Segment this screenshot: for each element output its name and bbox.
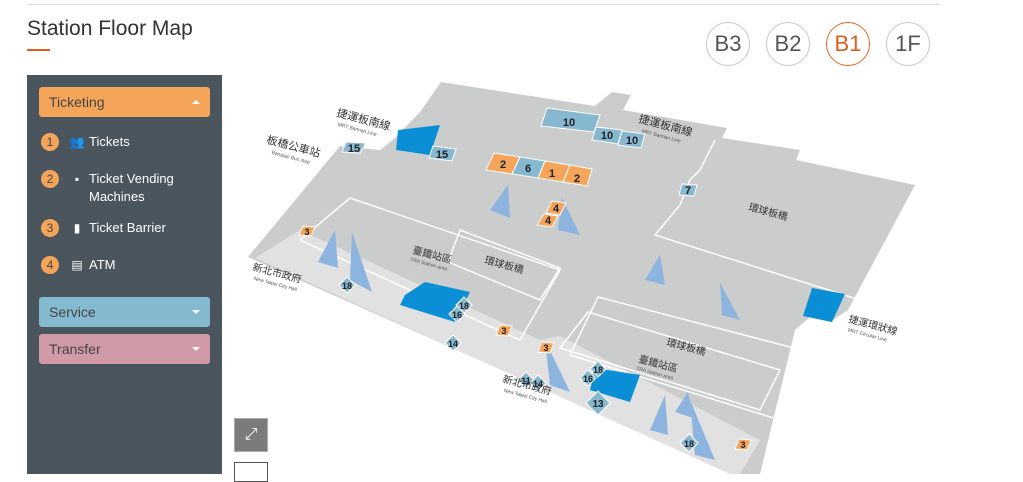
transfer-label: Transfer [49,341,101,357]
map-control-button[interactable] [234,462,268,482]
svg-text:6: 6 [525,163,531,175]
svg-text:3: 3 [304,227,309,237]
title-underline [27,49,50,51]
map-marker[interactable]: 18 [338,276,356,294]
floor-area [248,82,915,474]
caret-down-icon [192,310,200,314]
ticket-counter-icon: 👥 [69,135,85,149]
vending-machine-icon: ▪ [74,172,80,186]
legend-item-atm[interactable]: 4 ▤ ATM [41,256,115,274]
platform-outlines [298,139,861,421]
legend-item-vending[interactable]: 2 ▪ Ticket Vending Machines [41,170,181,206]
map-marker[interactable]: 4 [536,213,559,228]
map-marker[interactable]: 11 [517,371,535,389]
page-title: Station Floor Map [27,17,193,40]
map-marker[interactable]: 7 [678,183,698,197]
svg-text:10: 10 [563,117,575,129]
ticketing-label: Ticketing [49,94,105,110]
map-marker[interactable]: 16 [448,305,466,323]
restroom-block[interactable] [803,288,845,322]
svg-text:3: 3 [740,440,745,450]
transfer-accordion[interactable]: Transfer [39,334,210,364]
legend-item-barrier[interactable]: 3 ▮ Ticket Barrier [41,219,166,237]
number-badge: 4 [41,256,59,274]
map-marker[interactable]: 10 [617,130,646,149]
map-marker[interactable]: 3 [734,438,752,451]
number-badge: 1 [41,133,59,151]
map-marker[interactable]: 10 [591,126,623,145]
svg-text:13: 13 [592,399,604,410]
svg-text:15: 15 [348,143,360,155]
top-divider [27,4,940,5]
map-marker[interactable]: 2 [562,164,593,187]
legend-sidebar: Ticketing 1 👥 Tickets 2 ▪ Ticket Vending… [27,75,222,474]
map-marker[interactable]: 14 [529,374,547,392]
map-marker[interactable]: 15 [341,141,367,155]
legend-item-tickets[interactable]: 1 👥 Tickets [41,133,130,151]
ticketing-accordion[interactable]: Ticketing [39,87,210,117]
floor-button-b1[interactable]: B1 [826,22,870,66]
map-marker[interactable]: 13 [585,390,611,416]
svg-text:18: 18 [593,365,603,375]
svg-text:4: 4 [545,215,552,227]
svg-text:3: 3 [543,343,548,353]
svg-text:1: 1 [549,168,555,180]
fullscreen-button[interactable]: ⤢ [234,418,268,452]
map-marker[interactable]: 16 [579,369,597,387]
svg-text:11: 11 [521,376,531,386]
map-marker[interactable]: 3 [298,225,316,237]
floor-selector: B3 B2 B1 1F [706,22,930,66]
svg-text:15: 15 [436,149,448,161]
svg-text:16: 16 [452,310,462,320]
map-marker[interactable]: 3 [537,341,555,354]
legend-item-label: ATM [89,257,116,272]
svg-text:10: 10 [601,130,613,142]
map-marker[interactable]: 4 [545,200,567,216]
floor-button-b2[interactable]: B2 [766,22,810,66]
svg-text:14: 14 [448,339,458,349]
legend-item-label: Ticket Vending Machines [89,171,174,204]
svg-text:14: 14 [533,379,543,389]
svg-text:3: 3 [501,326,506,336]
restroom-block[interactable] [396,125,440,155]
svg-text:16: 16 [583,374,593,384]
ticket-barrier-icon: ▮ [73,221,81,235]
number-badge: 3 [41,219,59,237]
floor-button-1f[interactable]: 1F [886,22,930,66]
map-marker[interactable]: 15 [428,145,457,162]
service-label: Service [49,304,96,320]
service-accordion[interactable]: Service [39,297,210,327]
svg-text:4: 4 [553,203,560,215]
svg-text:10: 10 [626,135,638,147]
svg-text:2: 2 [500,159,506,171]
map-marker[interactable]: 18 [589,360,607,378]
legend-item-label: Ticket Barrier [89,220,166,235]
map-marker[interactable]: 18 [679,433,699,453]
map-marker[interactable]: 3 [495,324,513,337]
svg-text:18: 18 [342,281,352,291]
caret-up-icon [192,100,200,104]
restroom-block[interactable] [590,368,640,402]
legend-item-label: Tickets [89,134,130,149]
svg-text:2: 2 [574,173,580,185]
expand-icon: ⤢ [244,426,258,443]
svg-text:18: 18 [684,439,694,449]
caret-down-icon [192,347,200,351]
floor-button-b3[interactable]: B3 [706,22,750,66]
svg-text:18: 18 [459,301,469,311]
number-badge: 2 [41,170,59,188]
svg-text:7: 7 [685,185,691,197]
atm-icon: ▤ [71,258,83,272]
lower-concourse-area [255,230,760,474]
map-marker[interactable]: 14 [444,334,462,352]
